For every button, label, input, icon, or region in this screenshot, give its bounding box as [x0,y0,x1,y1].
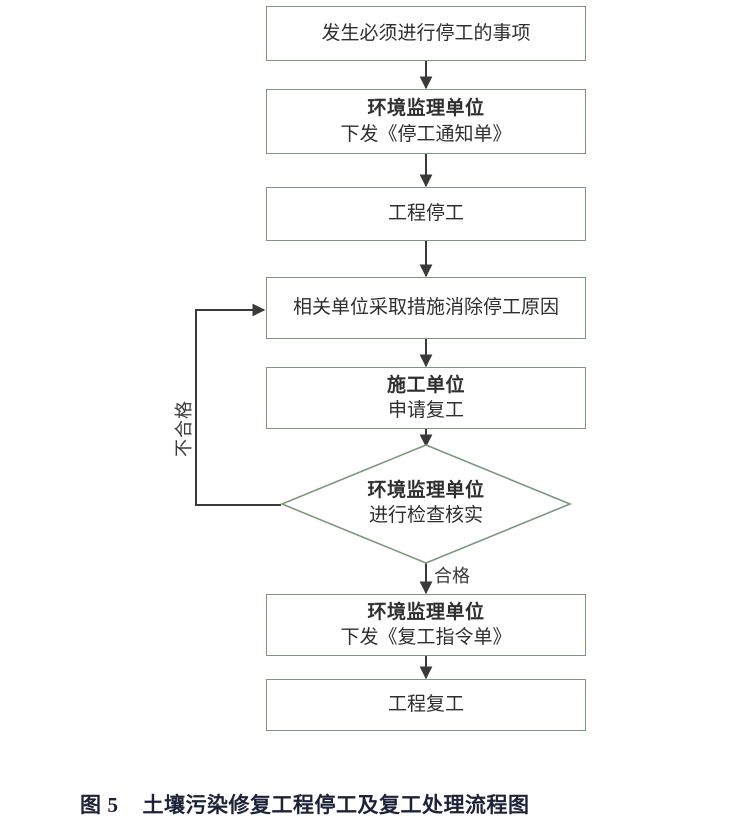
node-line-secondary: 下发《停工通知单》 [340,123,512,145]
node-inspection-check[interactable]: 环境监理单位 进行检查核实 [279,444,573,564]
node-line-secondary: 申请复工 [387,400,464,421]
node-line-secondary: 下发《复工指令单》 [340,627,512,648]
node-issue-resume-order[interactable]: 环境监理单位 下发《复工指令单》 [266,594,586,656]
node-line-primary: 环境监理单位 [367,601,485,623]
node-trigger-event[interactable]: 发生必须进行停工的事项 [266,6,586,61]
node-line: 工程停工 [387,203,464,225]
node-apply-resume[interactable]: 施工单位 申请复工 [266,367,586,429]
node-line: 相关单位采取措施消除停工原因 [292,297,559,319]
node-line: 工程复工 [387,694,464,716]
caption-label: 图 [80,793,102,817]
caption-number: 5 [107,793,119,817]
diamond-shape [279,444,573,564]
caption-title: 土壤污染修复工程停工及复工处理流程图 [142,793,530,817]
node-line-primary: 施工单位 [386,374,465,396]
edge-label-pass: 合格 [434,566,470,586]
node-line: 发生必须进行停工的事项 [321,22,531,44]
node-remove-stop-cause[interactable]: 相关单位采取措施消除停工原因 [266,277,586,339]
edge-label-fail: 不合格 [174,400,194,457]
node-project-stopped[interactable]: 工程停工 [266,187,586,241]
node-line-primary: 环境监理单位 [367,98,485,120]
node-issue-stop-notice[interactable]: 环境监理单位 下发《停工通知单》 [266,89,586,154]
node-project-resumed[interactable]: 工程复工 [266,679,586,731]
